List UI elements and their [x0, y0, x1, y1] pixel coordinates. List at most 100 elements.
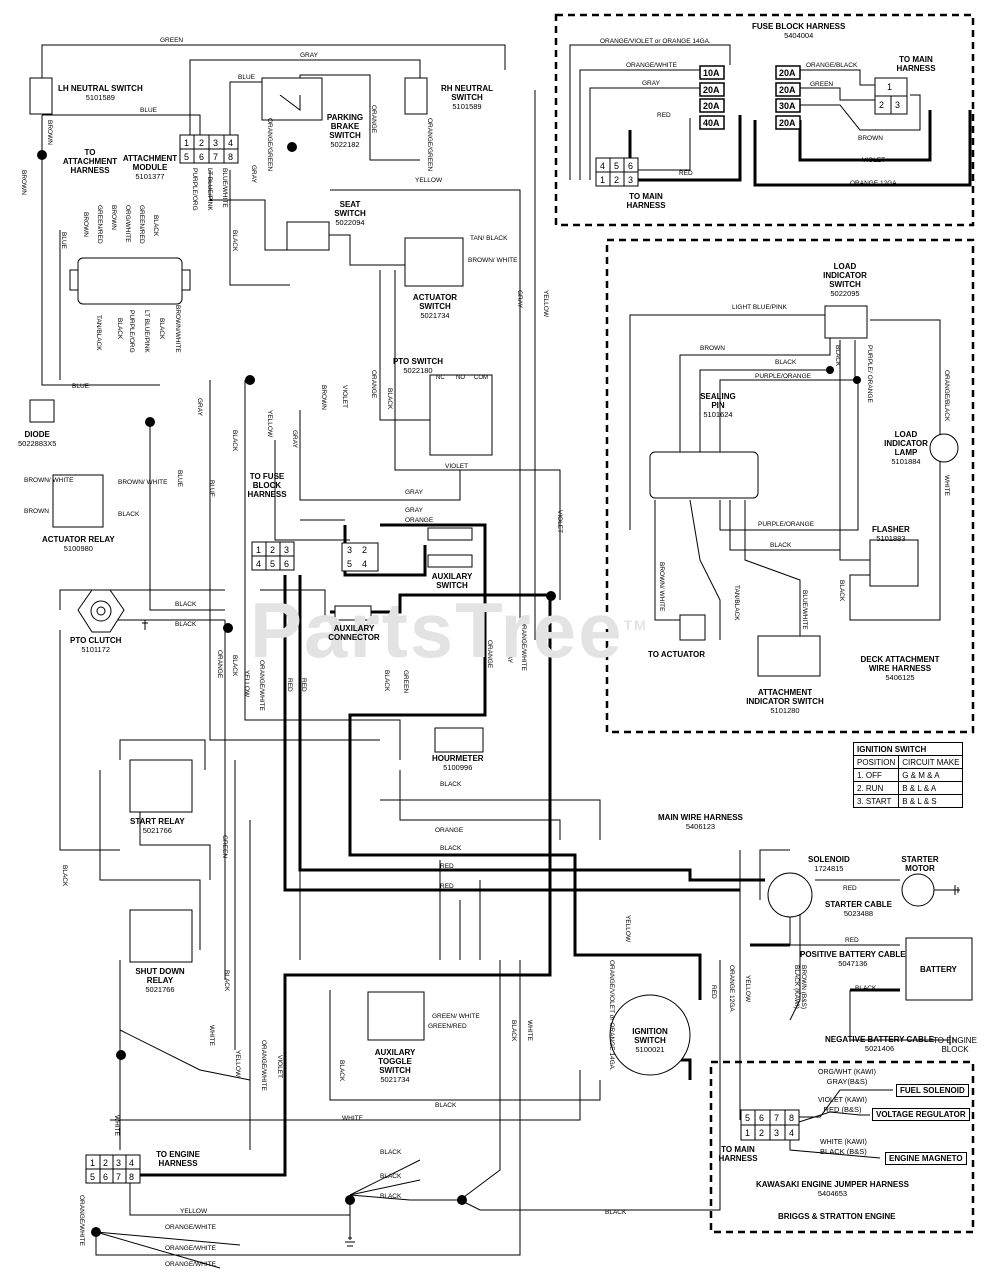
svg-text:4: 4 [129, 1158, 134, 1168]
svg-text:BROWN (B&S): BROWN (B&S) [800, 965, 807, 1009]
svg-text:ORANGE/GREEN: ORANGE/GREEN [426, 118, 433, 171]
fuse [699, 65, 725, 80]
start-relay-body [129, 759, 193, 813]
svg-text:6: 6 [103, 1172, 108, 1182]
svg-text:5: 5 [184, 152, 189, 162]
svg-text:BLACK: BLACK [440, 845, 462, 852]
svg-text:RED: RED [679, 170, 693, 177]
seat-switch-body [286, 221, 330, 251]
diode-body [29, 399, 55, 423]
fuse [699, 115, 725, 130]
aux-toggle-body [367, 991, 425, 1041]
fuse [699, 98, 725, 113]
fuse [775, 98, 801, 113]
to-main-harness-2-label: TO MAIN HARNESS [896, 55, 936, 73]
svg-text:BLACK: BLACK [231, 655, 238, 677]
svg-text:6: 6 [628, 161, 633, 171]
briggs-label: BRIGGS & STRATTON ENGINE [778, 1212, 896, 1221]
battery-label: BATTERY [920, 965, 957, 974]
svg-text:TAN/BLACK: TAN/BLACK [733, 585, 740, 621]
svg-text:4: 4 [256, 559, 261, 569]
svg-text:6: 6 [199, 152, 204, 162]
deck-attachment-box [605, 238, 975, 734]
svg-text:BLACK: BLACK [435, 1102, 457, 1109]
thin-wires [41, 44, 960, 1269]
to-actuator-label: TO ACTUATOR [648, 650, 706, 659]
svg-text:BLUE: BLUE [72, 383, 90, 390]
ignition-switch-body [609, 994, 691, 1076]
svg-text:GREEN/RED: GREEN/RED [96, 205, 103, 244]
svg-text:LT BLUE/PINK: LT BLUE/PINK [206, 168, 213, 211]
svg-text:VIOLET: VIOLET [862, 157, 885, 164]
svg-text:5: 5 [745, 1113, 750, 1123]
svg-text:YELLOW: YELLOW [415, 177, 443, 184]
svg-text:BROWN: BROWN [46, 120, 53, 145]
svg-text:TAN/ BLACK: TAN/ BLACK [470, 235, 508, 242]
svg-text:GREEN/RED: GREEN/RED [428, 1023, 467, 1030]
svg-text:ORANGE/GREEN: ORANGE/GREEN [266, 118, 273, 171]
ignition-table-header: CIRCUIT MAKE [898, 755, 964, 769]
svg-text:WHITE: WHITE [113, 1115, 120, 1137]
svg-text:ORANGE/WHITE: ORANGE/WHITE [260, 1040, 267, 1092]
svg-text:1: 1 [745, 1128, 750, 1138]
junction-dots [37, 142, 861, 1237]
table-cell: B & L & S [898, 794, 964, 808]
hourmeter-body [434, 727, 484, 753]
svg-text:PURPLE/ORANGE: PURPLE/ORANGE [755, 373, 812, 380]
solenoid-body [767, 872, 813, 918]
rh-neutral-switch-body [404, 77, 428, 115]
pto-term-nc: NC [436, 375, 445, 381]
fuse-rating: 20A [779, 68, 796, 78]
svg-text:3: 3 [116, 1158, 121, 1168]
svg-text:PURPLE/ORG: PURPLE/ORG [128, 310, 135, 353]
svg-text:ORANGE/WHITE: ORANGE/WHITE [165, 1224, 217, 1231]
svg-text:BLACK: BLACK [158, 318, 165, 340]
svg-text:4: 4 [362, 559, 367, 569]
svg-text:LIGHT BLUE/PINK: LIGHT BLUE/PINK [732, 304, 787, 311]
svg-text:8: 8 [789, 1113, 794, 1123]
svg-text:ORANGE: ORANGE [370, 370, 377, 399]
svg-text:RED: RED [843, 885, 857, 892]
fuse [775, 115, 801, 130]
svg-text:ORANGE/BLACK: ORANGE/BLACK [806, 62, 858, 69]
svg-text:ORANGE/WHITE: ORANGE/WHITE [626, 62, 678, 69]
svg-text:GRAY: GRAY [405, 489, 424, 496]
fuse-rating: 20A [779, 118, 796, 128]
svg-text:BROWN: BROWN [82, 212, 89, 237]
pto-term-com: COM [474, 375, 488, 381]
vertical-wire-labels: BROWN BROWN ORANGE ORANGE/GREEN ORANGE/G… [20, 105, 950, 1247]
svg-text:1: 1 [184, 138, 189, 148]
svg-text:ORANGE: ORANGE [435, 827, 464, 834]
svg-text:5: 5 [270, 559, 275, 569]
svg-text:BLUE: BLUE [60, 232, 67, 250]
svg-text:2: 2 [362, 545, 367, 555]
svg-text:WHITE: WHITE [208, 1025, 215, 1047]
svg-text:BLACK: BLACK [231, 430, 238, 452]
svg-text:BLUE: BLUE [176, 470, 183, 488]
fuel-wire-label: ORG/WHT (KAWI)GRAY(B&S) [818, 1069, 876, 1086]
svg-text:2: 2 [270, 545, 275, 555]
svg-text:4: 4 [600, 161, 605, 171]
fuse-block-wires [569, 44, 921, 180]
svg-text:BROWN: BROWN [858, 135, 883, 142]
svg-text:3: 3 [347, 545, 352, 555]
svg-text:YELLOW: YELLOW [744, 975, 751, 1003]
svg-text:BROWN: BROWN [24, 508, 49, 515]
twelve-pin-connector [69, 257, 191, 305]
svg-text:BROWN: BROWN [700, 345, 725, 352]
svg-text:GREEN: GREEN [810, 81, 833, 88]
